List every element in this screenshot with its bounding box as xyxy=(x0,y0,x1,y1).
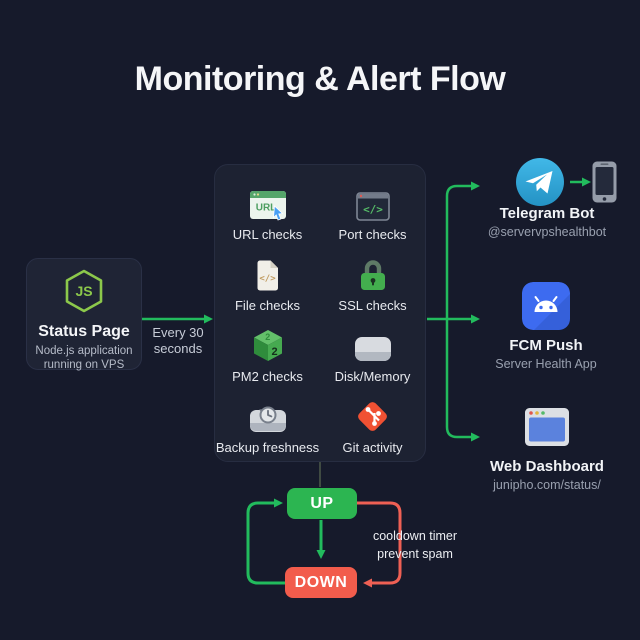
output-title: Telegram Bot xyxy=(499,205,595,222)
browser-window-icon[interactable] xyxy=(524,407,570,452)
check-label: File checks xyxy=(234,298,301,313)
source-title: Status Page xyxy=(38,323,130,340)
cooldown-note: cooldown timer prevent spam xyxy=(372,529,458,562)
check-item-file-checks[interactable]: </> File checks xyxy=(215,246,320,317)
telegram-icon[interactable] xyxy=(515,157,565,212)
output-subtitle: Server Health App xyxy=(495,357,597,371)
output-subtitle: junipho.com/status/ xyxy=(493,478,601,492)
checks-panel: URL URL checks </> Port checks xyxy=(214,164,426,462)
file-code-icon: </> xyxy=(254,256,281,292)
output-web-dashboard[interactable]: Web Dashboard junipho.com/status/ xyxy=(452,458,640,492)
loop-up-to-down xyxy=(355,501,402,588)
backup-drive-icon xyxy=(249,398,287,434)
check-item-git-activity[interactable]: Git activity xyxy=(320,388,425,459)
output-telegram-bot[interactable]: Telegram Bot @servervpshealthbot xyxy=(452,205,640,239)
source-subtitle: Node.js application running on VPS xyxy=(35,345,133,372)
output-title: Web Dashboard xyxy=(490,458,604,475)
svg-text:JS: JS xyxy=(75,283,92,299)
loop-down-to-up xyxy=(246,498,287,585)
svg-text:2: 2 xyxy=(271,346,277,358)
phone-icon xyxy=(591,160,618,209)
check-label: SSL checks xyxy=(338,298,407,313)
check-item-port-checks[interactable]: </> Port checks xyxy=(320,175,425,246)
svg-text:</>: </> xyxy=(259,274,276,284)
check-item-url-checks[interactable]: URL URL checks xyxy=(215,175,320,246)
output-fcm-push[interactable]: FCM Push Server Health App xyxy=(451,337,640,371)
check-item-disk-memory[interactable]: Disk/Memory xyxy=(320,317,425,388)
arrow-to-dashboard xyxy=(445,319,480,442)
output-title: FCM Push xyxy=(509,337,583,354)
pm2-cube-icon: 2 2 xyxy=(251,327,285,363)
check-item-pm2-checks[interactable]: 2 2 PM2 checks xyxy=(215,317,320,388)
check-label: Disk/Memory xyxy=(334,369,411,384)
url-window-icon: URL xyxy=(249,185,287,221)
check-label: Git activity xyxy=(342,440,403,455)
check-label: PM2 checks xyxy=(232,369,303,384)
git-logo-icon xyxy=(355,398,390,434)
ssl-lock-icon xyxy=(359,256,387,292)
disk-drive-icon xyxy=(354,327,392,363)
svg-text:URL: URL xyxy=(255,203,276,214)
port-terminal-icon: </> xyxy=(355,185,390,221)
check-item-backup-freshness[interactable]: Backup freshness xyxy=(215,388,320,459)
svg-text:2: 2 xyxy=(265,332,270,342)
output-subtitle: @servervpshealthbot xyxy=(487,225,607,239)
arrow-to-telegram xyxy=(445,181,480,319)
page-title: Monitoring & Alert Flow xyxy=(134,60,506,98)
up-status-button[interactable]: UP xyxy=(287,488,357,519)
check-label: URL checks xyxy=(232,227,303,242)
svg-text:</>: </> xyxy=(363,203,383,216)
android-icon[interactable] xyxy=(522,282,570,335)
down-status-button[interactable]: DOWN xyxy=(285,567,357,598)
check-label: Backup freshness xyxy=(215,440,320,455)
check-label: Port checks xyxy=(338,227,407,242)
status-page-node[interactable]: JS Status Page Node.js application runni… xyxy=(26,258,142,372)
interval-label: Every 30 seconds xyxy=(152,325,204,357)
nodejs-icon: JS xyxy=(63,268,105,319)
check-item-ssl-checks[interactable]: SSL checks xyxy=(320,246,425,317)
